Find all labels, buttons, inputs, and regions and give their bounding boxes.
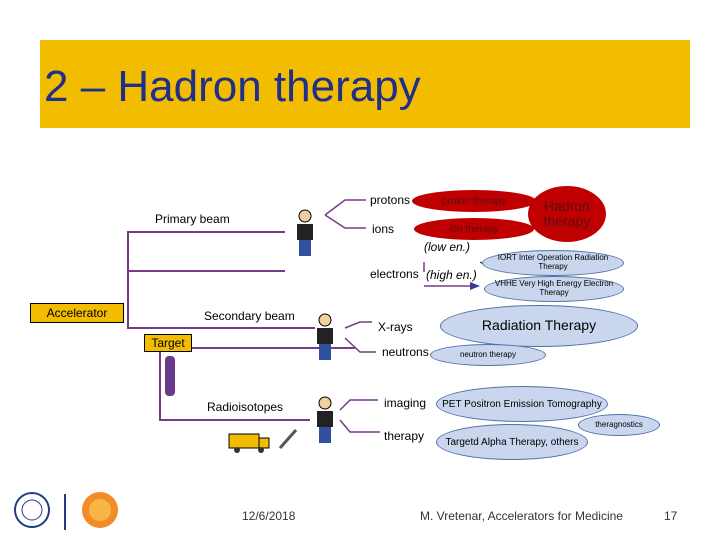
logo-divider — [64, 494, 66, 530]
target-box: Target — [144, 334, 192, 352]
slide-title: 2 – Hadron therapy — [44, 62, 421, 111]
secondary-beam-label: Secondary beam — [204, 309, 295, 323]
therapy-label: therapy — [384, 429, 425, 443]
target-icon — [165, 356, 175, 396]
popeye-icon — [297, 209, 313, 256]
low-energy-label: (low en.) — [424, 240, 471, 254]
ions-label: ions — [372, 222, 395, 236]
accelerator-box: Accelerator — [30, 303, 124, 323]
popeye-icon — [317, 313, 333, 360]
anniversary-logo — [82, 492, 118, 528]
vhhe-ellipse: VHHE Very High Energy Electron Therapy — [484, 276, 624, 302]
high-energy-label: (high en.) — [426, 268, 477, 282]
primary-beam-label: Primary beam — [155, 212, 230, 226]
imaging-label: imaging — [384, 396, 427, 410]
footer-author: M. Vretenar, Accelerators for Medicine — [420, 509, 623, 523]
page-number: 17 — [664, 509, 678, 523]
ion-therapy-ellipse: ion therapy — [414, 218, 534, 240]
proton-therapy-ellipse: proton therapy — [412, 190, 536, 212]
popeye-icon — [317, 396, 333, 443]
theragnostics-ellipse: theragnostics — [578, 414, 660, 436]
protons-label: protons — [370, 193, 411, 207]
hadron-therapy-ellipse: Hadron therapy — [528, 186, 606, 242]
targeted-alpha-ellipse: Targetd Alpha Therapy, others — [436, 424, 588, 460]
syringe-icon — [278, 429, 298, 449]
xrays-label: X-rays — [378, 320, 413, 334]
title-bar — [40, 40, 690, 128]
radiation-therapy-ellipse: Radiation Therapy — [440, 305, 638, 347]
cern-logo — [14, 492, 50, 528]
van-icon — [228, 433, 270, 453]
footer-date: 12/6/2018 — [242, 509, 296, 523]
neutrons-label: neutrons — [382, 345, 429, 359]
pet-ellipse: PET Positron Emission Tomography — [436, 386, 608, 422]
radioisotopes-label: Radioisotopes — [207, 400, 284, 414]
neutron-therapy-ellipse: neutron therapy — [430, 344, 546, 366]
electrons-label: electrons — [370, 267, 419, 281]
iort-ellipse: IORT Inter Operation Radiation Therapy — [482, 250, 624, 276]
